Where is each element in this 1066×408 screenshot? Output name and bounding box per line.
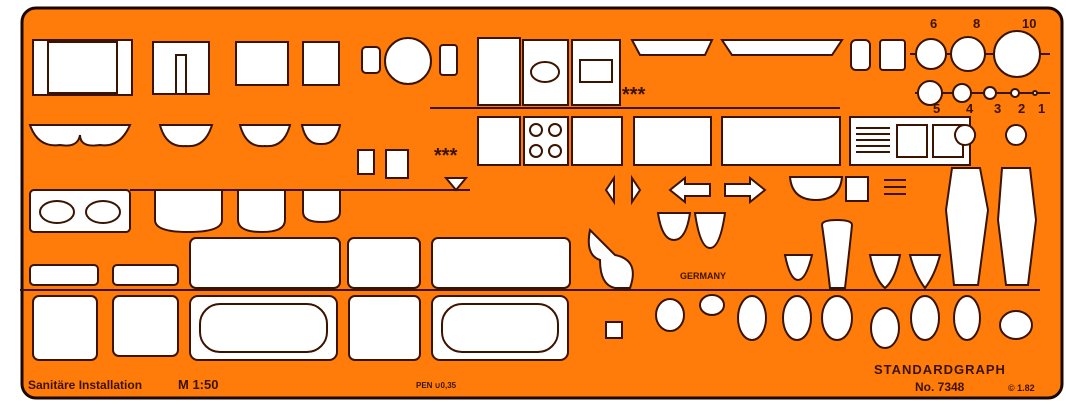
pen-label: PEN ∪0,35 — [416, 381, 457, 390]
cabinet-symbols — [32, 37, 458, 96]
brand-label: STANDARDGRAPH — [874, 362, 1006, 377]
toilets-bidets — [656, 212, 942, 290]
bathtubs — [29, 227, 634, 289]
scale-label: M 1:50 — [178, 377, 218, 392]
kitchen-appliances — [430, 37, 844, 109]
model-label: No. 7348 — [915, 380, 965, 394]
plan-views — [32, 294, 1033, 361]
washbasins — [28, 124, 409, 179]
vanity-basins — [29, 177, 470, 234]
svg-text:10: 10 — [1022, 16, 1036, 31]
stars-top-label: *** — [622, 84, 646, 106]
svg-text:3: 3 — [994, 101, 1001, 116]
kitchen-counter — [477, 116, 971, 166]
svg-text:5: 5 — [933, 101, 940, 116]
human-figures — [944, 124, 1038, 286]
stars-mid-label: *** — [434, 145, 458, 167]
origin-label: GERMANY — [680, 271, 726, 281]
svg-text:8: 8 — [973, 16, 980, 31]
svg-text:2: 2 — [1018, 101, 1025, 116]
svg-text:1: 1 — [1038, 101, 1045, 116]
pen-size-circles: 6 8 10 5 4 3 2 1 — [910, 16, 1050, 116]
copyright-label: © 1.82 — [1008, 383, 1035, 393]
direction-arrows — [604, 174, 767, 206]
svg-text:4: 4 — [966, 101, 974, 116]
svg-text:6: 6 — [930, 16, 937, 31]
title-label: Sanitäre Installation — [28, 378, 142, 392]
